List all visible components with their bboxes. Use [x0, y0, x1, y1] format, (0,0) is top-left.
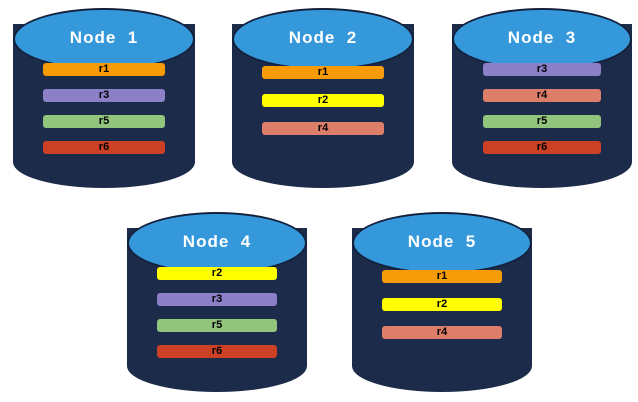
database-cylinder-icon [13, 8, 195, 188]
replica-bar-list: r3 r4 r5 r6 [452, 63, 632, 154]
replica-bar-list: r1 r2 r4 [352, 270, 532, 339]
node-5[interactable]: Node 5 r1 r2 r4 [352, 212, 532, 392]
database-cylinder-icon [452, 8, 632, 188]
node-2[interactable]: Node 2 r1 r2 r4 [232, 8, 414, 188]
replica-bar[interactable]: r1 [43, 63, 165, 76]
replica-bar[interactable]: r2 [262, 94, 384, 107]
replica-bar[interactable]: r3 [157, 293, 277, 306]
replica-bar[interactable]: r6 [157, 345, 277, 358]
replica-bar[interactable]: r2 [157, 267, 277, 280]
replica-bar[interactable]: r4 [382, 326, 502, 339]
replica-bar[interactable]: r6 [483, 141, 601, 154]
replica-bar[interactable]: r1 [262, 66, 384, 79]
replica-bar[interactable]: r1 [382, 270, 502, 283]
replica-bar-list: r2 r3 r5 r6 [127, 267, 307, 358]
replica-bar[interactable]: r3 [483, 63, 601, 76]
replica-bar[interactable]: r6 [43, 141, 165, 154]
cylinder-top-cap [232, 8, 414, 70]
node-title: Node 4 [182, 232, 252, 251]
node-title: Node 1 [69, 28, 139, 47]
replica-bar-list: r1 r2 r4 [232, 66, 414, 135]
cylinder-top-cap [13, 8, 195, 70]
node-1[interactable]: Node 1 r1 r3 r5 r6 [13, 8, 195, 188]
replica-bar-list: r1 r3 r5 r6 [13, 63, 195, 154]
node-title: Node 2 [288, 28, 358, 47]
node-title: Node 5 [407, 232, 477, 251]
replica-bar[interactable]: r4 [262, 122, 384, 135]
node-title: Node 3 [507, 28, 577, 47]
replica-bar[interactable]: r5 [157, 319, 277, 332]
replica-bar[interactable]: r4 [483, 89, 601, 102]
replica-bar[interactable]: r5 [483, 115, 601, 128]
node-4[interactable]: Node 4 r2 r3 r5 r6 [127, 212, 307, 392]
replica-bar[interactable]: r5 [43, 115, 165, 128]
node-3[interactable]: Node 3 r3 r4 r5 r6 [452, 8, 632, 188]
replica-bar[interactable]: r3 [43, 89, 165, 102]
cylinder-top-cap [352, 212, 532, 274]
replica-bar[interactable]: r2 [382, 298, 502, 311]
